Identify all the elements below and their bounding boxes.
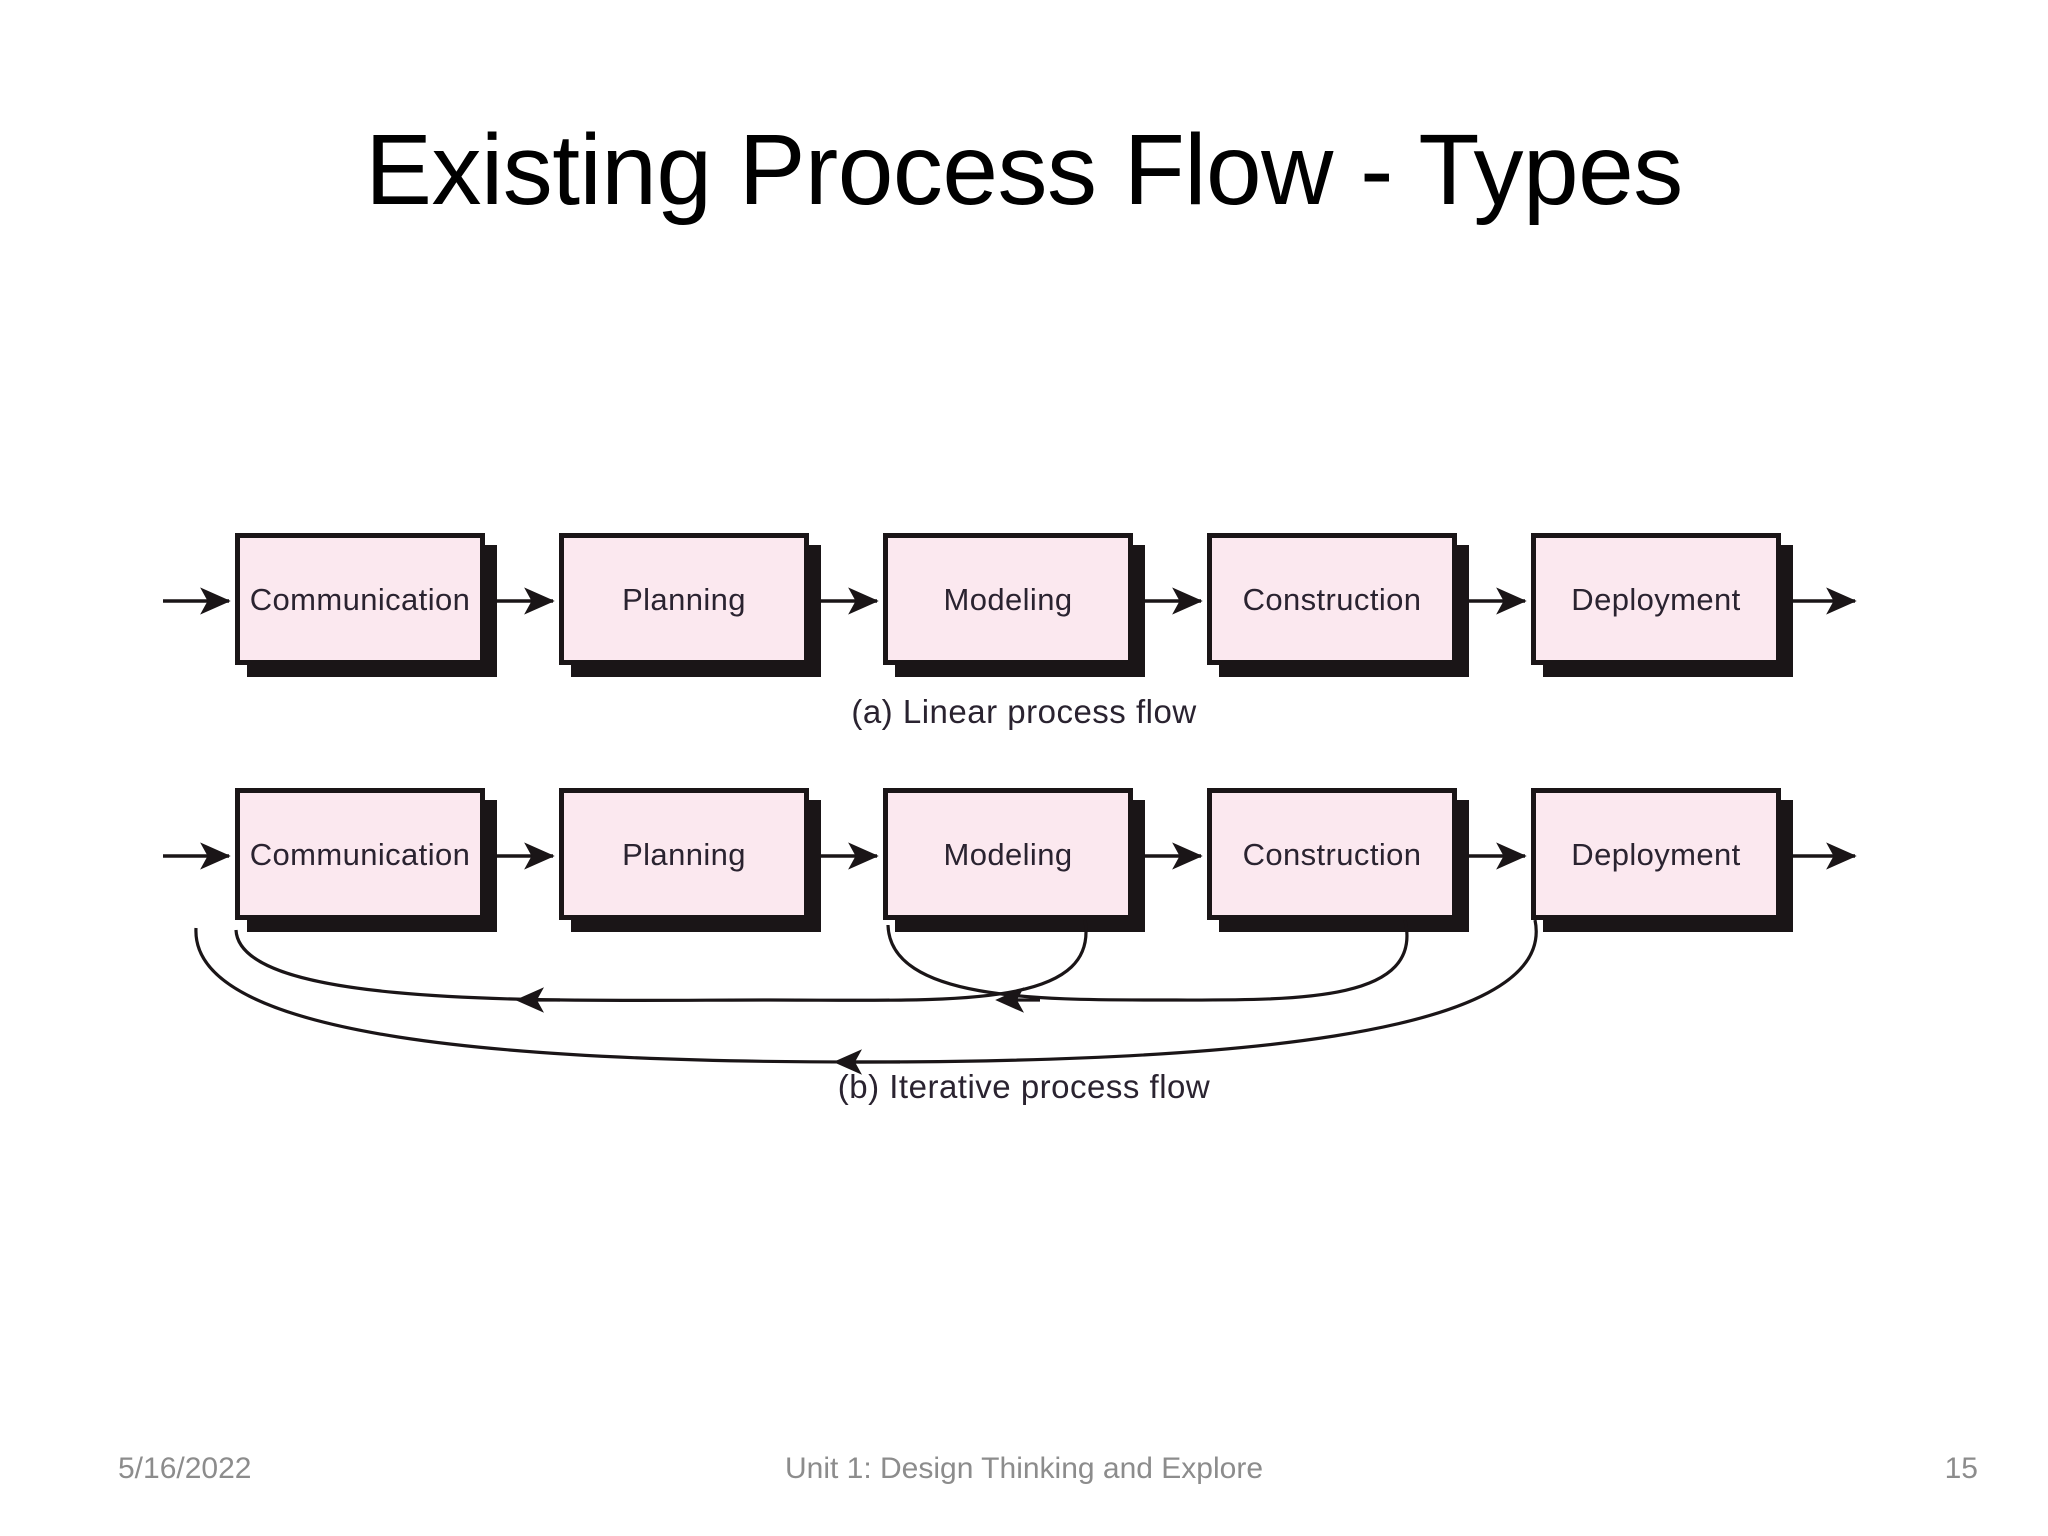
feedback-construction-to-modeling [886,919,1409,1002]
footer-unit-text: Unit 1: Design Thinking and Explore [784,1452,1264,1485]
footer-date: 5/16/2022 [118,1452,252,1485]
iterative-feedback-loops [194,919,1538,1075]
feedback-modeling-to-communication [234,919,1088,1002]
linear-row-shadows [247,545,1793,677]
page-title: Existing Process Flow - Types [365,114,1683,226]
iterative-row-shadows [247,800,1793,932]
footer-page-number: 15 [1944,1452,1978,1485]
